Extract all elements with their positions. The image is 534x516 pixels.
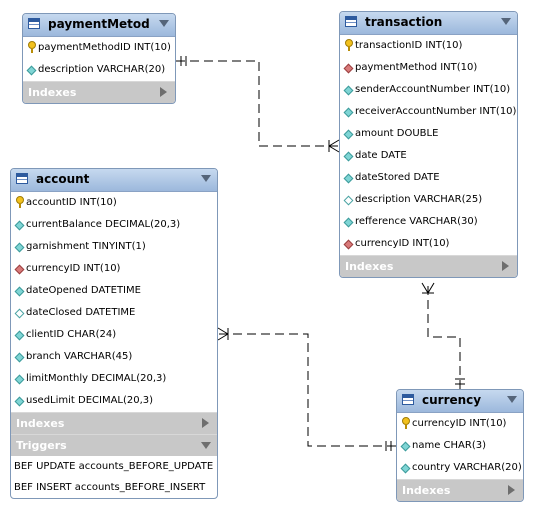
foreign-key-icon [343, 63, 354, 74]
table-header[interactable]: currency [397, 390, 523, 413]
column-row[interactable]: date DATE [340, 145, 517, 167]
foreign-key-icon [14, 264, 25, 275]
column-icon [14, 396, 25, 407]
column-row[interactable]: name CHAR(3) [397, 435, 523, 457]
table-icon [28, 18, 40, 29]
table-title: currency [422, 393, 482, 407]
nullable-column-icon [343, 195, 354, 206]
primary-key-icon [402, 417, 410, 429]
column-icon [14, 242, 25, 253]
many-marker [328, 145, 340, 153]
column-icon [14, 286, 25, 297]
collapse-arrow-icon[interactable] [159, 20, 169, 27]
nullable-column-icon [14, 308, 25, 319]
column-row[interactable]: receiverAccountNumber INT(10) [340, 101, 517, 123]
column-icon [343, 151, 354, 162]
column-row[interactable]: dateStored DATE [340, 167, 517, 189]
column-row[interactable]: currencyID INT(10) [11, 258, 217, 280]
foreign-key-icon [343, 239, 354, 250]
collapse-arrow-icon[interactable] [201, 442, 211, 449]
column-icon [343, 129, 354, 140]
table-icon [345, 16, 357, 27]
relationship-currency-transaction [427, 283, 461, 389]
expand-arrow-icon[interactable] [502, 261, 509, 271]
column-icon [14, 220, 25, 231]
primary-key-icon [345, 39, 353, 51]
column-row[interactable]: limitMonthly DECIMAL(20,3) [11, 368, 217, 390]
column-row[interactable]: accountID INT(10) [11, 192, 217, 214]
column-row[interactable]: clientID CHAR(24) [11, 324, 217, 346]
column-row[interactable]: senderAccountNumber INT(10) [340, 79, 517, 101]
column-icon [14, 352, 25, 363]
table-account[interactable]: account accountID INT(10) currentBalance… [10, 168, 218, 499]
column-row[interactable]: transactionID INT(10) [340, 35, 517, 57]
collapse-arrow-icon[interactable] [507, 396, 517, 403]
table-icon [16, 173, 28, 184]
trigger-row[interactable]: BEF INSERT accounts_BEFORE_INSERT [14, 482, 206, 493]
column-row[interactable]: currencyID INT(10) [340, 233, 517, 255]
relationship-currency-account [218, 333, 396, 447]
table-header[interactable]: transaction [340, 12, 517, 35]
table-paymentmetod[interactable]: paymentMetod paymentMethodID INT(10) des… [22, 13, 176, 104]
triggers-section[interactable]: Triggers [11, 434, 217, 456]
column-row[interactable]: garnishment TINYINT(1) [11, 236, 217, 258]
table-header[interactable]: paymentMetod [23, 14, 175, 37]
column-row[interactable]: usedLimit DECIMAL(20,3) [11, 390, 217, 412]
collapse-arrow-icon[interactable] [201, 175, 211, 182]
column-icon [343, 217, 354, 228]
column-row[interactable]: description VARCHAR(25) [340, 189, 517, 211]
column-row[interactable]: country VARCHAR(20) [397, 457, 523, 479]
column-icon [343, 173, 354, 184]
column-icon [26, 65, 37, 76]
table-title: transaction [365, 15, 443, 29]
indexes-section[interactable]: Indexes [340, 255, 517, 277]
expand-arrow-icon[interactable] [160, 87, 167, 97]
column-row[interactable]: currencyID INT(10) [397, 413, 523, 435]
indexes-section[interactable]: Indexes [23, 81, 175, 103]
column-icon [400, 441, 411, 452]
many-marker [427, 282, 435, 294]
column-row[interactable]: refference VARCHAR(30) [340, 211, 517, 233]
column-row[interactable]: dateOpened DATETIME [11, 280, 217, 302]
table-currency[interactable]: currency currencyID INT(10) name CHAR(3)… [396, 389, 524, 502]
column-row[interactable]: currentBalance DECIMAL(20,3) [11, 214, 217, 236]
many-marker [217, 327, 229, 335]
table-transaction[interactable]: transaction transactionID INT(10) paymen… [339, 11, 518, 278]
expand-arrow-icon[interactable] [508, 485, 515, 495]
column-icon [14, 330, 25, 341]
indexes-section[interactable]: Indexes [397, 479, 523, 501]
column-row[interactable]: dateClosed DATETIME [11, 302, 217, 324]
column-icon [400, 463, 411, 474]
trigger-row[interactable]: BEF UPDATE accounts_BEFORE_UPDATE [14, 461, 214, 472]
column-row[interactable]: amount DOUBLE [340, 123, 517, 145]
collapse-arrow-icon[interactable] [501, 18, 511, 25]
many-marker [217, 333, 229, 341]
many-marker [421, 282, 429, 294]
column-icon [343, 107, 354, 118]
column-row[interactable]: description VARCHAR(20) [23, 59, 175, 81]
column-icon [343, 85, 354, 96]
table-title: account [36, 172, 90, 186]
many-marker [328, 139, 340, 147]
column-row[interactable]: paymentMethodID INT(10) [23, 37, 175, 59]
expand-arrow-icon[interactable] [202, 418, 209, 428]
column-row[interactable]: branch VARCHAR(45) [11, 346, 217, 368]
indexes-section[interactable]: Indexes [11, 412, 217, 434]
column-icon [14, 374, 25, 385]
primary-key-icon [28, 41, 36, 53]
table-header[interactable]: account [11, 169, 217, 192]
primary-key-icon [16, 196, 24, 208]
relationship-paymentmetod-transaction [176, 60, 339, 147]
column-row[interactable]: paymentMethod INT(10) [340, 57, 517, 79]
table-title: paymentMetod [48, 17, 150, 31]
table-icon [402, 394, 414, 405]
